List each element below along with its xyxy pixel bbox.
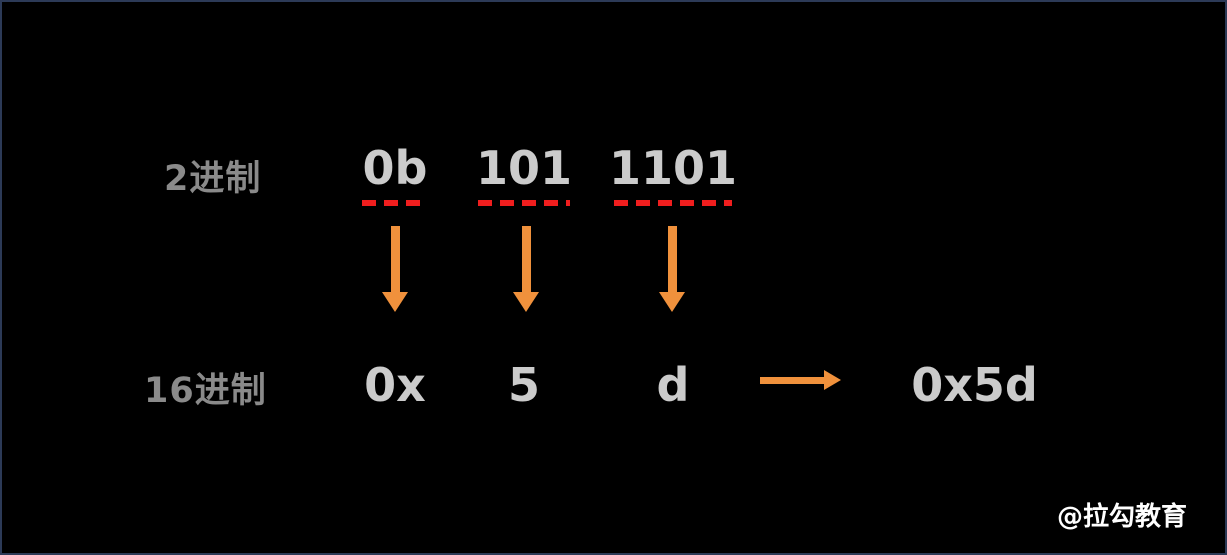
binary-group-prefix: 0b [362,142,428,206]
binary-group-low-nibble: 1101 [609,142,737,206]
binary-high-nibble-text: 101 [475,141,573,195]
red-dashed-underline [478,199,570,206]
binary-low-nibble-text: 1101 [608,141,738,195]
red-dashed-underline [362,199,428,206]
red-dashed-underline [614,199,732,206]
binary-group-high-nibble: 101 [475,141,573,206]
hex-result-text: 0x5d [911,358,1038,412]
arrow-head [824,370,841,390]
arrow-head [659,292,685,312]
hex-digit-low: d [656,358,690,412]
binary-row-label: 2进制 [164,159,262,199]
arrow-shaft [521,226,531,292]
right-arrow-icon [760,370,841,390]
watermark-text: @拉勾教育 [1056,502,1187,532]
down-arrow-icon [659,226,685,312]
arrow-head [513,292,539,312]
hex-row-label: 16进制 [144,371,267,411]
hex-digit-high: 5 [507,358,540,412]
down-arrow-icon [513,226,539,312]
binary-prefix-text: 0b [362,141,428,195]
arrow-shaft [390,226,400,292]
arrow-shaft [760,376,824,384]
arrow-shaft [667,226,677,292]
hex-prefix-text: 0x [364,358,426,412]
down-arrow-icon [382,226,408,312]
arrow-head [382,292,408,312]
